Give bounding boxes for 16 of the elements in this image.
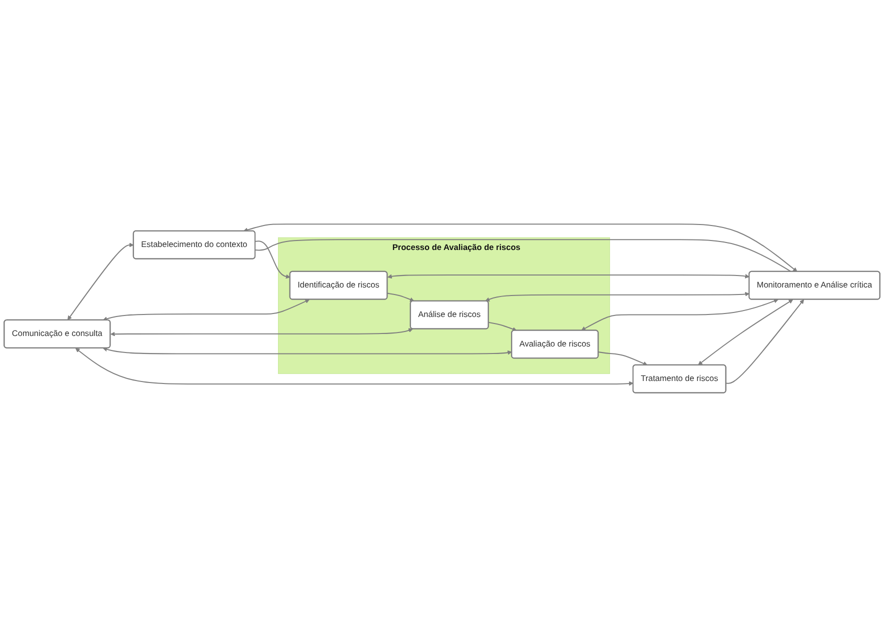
arrow (485, 292, 750, 302)
arrow (67, 242, 134, 320)
arrow (75, 348, 634, 386)
arrow (243, 224, 798, 272)
arrow (488, 322, 517, 332)
arrow (110, 328, 413, 336)
connector (255, 239, 792, 272)
arrow (387, 274, 750, 279)
arrow (102, 347, 512, 355)
arrow (698, 299, 794, 366)
arrow (102, 299, 310, 322)
arrow (255, 240, 290, 279)
arrow (581, 298, 778, 331)
arrow (726, 299, 804, 384)
arrow (598, 352, 648, 366)
arrow (387, 292, 414, 302)
